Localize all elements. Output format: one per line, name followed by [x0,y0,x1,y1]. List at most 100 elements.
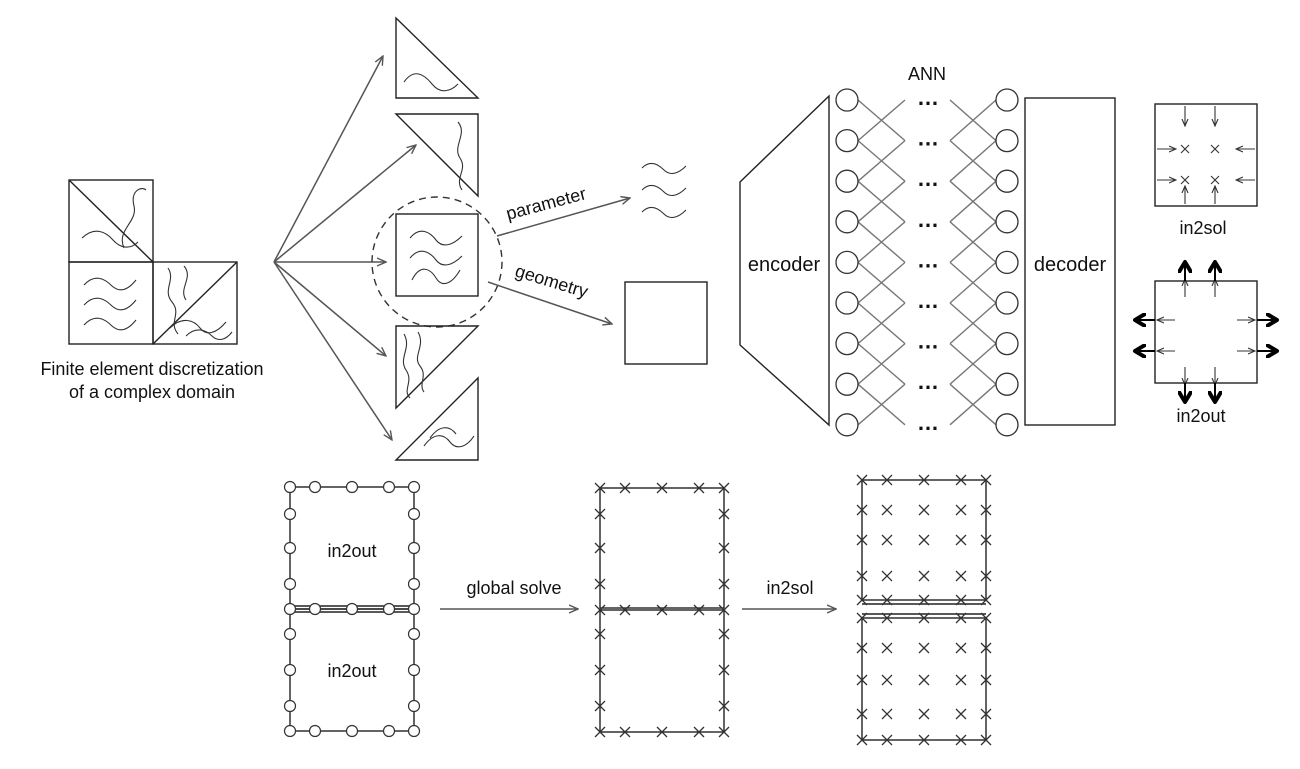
cross-node-icon [918,504,930,516]
cross-node-icon [856,612,868,624]
cross-node-icon [594,482,606,494]
ann-ellipsis: … [917,369,939,394]
ann-output-node [995,331,1019,356]
cross-node-icon [980,642,992,654]
cross-node-icon [656,726,668,738]
cross-node-icon [693,604,705,616]
cross-node-icon [980,674,992,686]
ann-output-node [995,88,1019,112]
cross-node-icon [881,504,893,516]
cross-node-icon [881,534,893,546]
encoder-block [739,94,830,427]
cross-node-icon [881,474,893,486]
in2out-caption: in2out [1176,406,1225,426]
cross-node-icon [980,708,992,720]
ann-ellipsis: … [917,410,939,435]
geometry-arrow [487,281,612,324]
ann-output-node [995,291,1019,315]
cross-node-icon [881,594,893,606]
cross-node-icon [693,726,705,738]
cross-node-icon [856,570,868,582]
circle-node-icon [283,577,297,591]
cross-node-icon [955,474,967,486]
fe-domain [68,179,238,345]
cross-node-icon [980,734,992,746]
cross-node-icon [656,482,668,494]
cross-node-icon [718,664,730,676]
circle-node-icon [283,541,297,555]
cross-node-icon [856,474,868,486]
ann-output-node [995,250,1019,275]
cross-node-icon [881,612,893,624]
cross-node-icon [856,734,868,746]
cross-node-icon [718,578,730,590]
element-tri-2 [394,113,479,198]
cross-node-icon [918,474,930,486]
ann-ellipsis: … [917,247,939,272]
circle-node-icon [308,602,322,616]
circle-node-icon [382,602,396,616]
cross-node-icon [980,594,992,606]
circle-node-icon [407,480,421,494]
circle-node-icon [407,541,421,555]
cross-node-icon [955,534,967,546]
circle-node-icon [382,480,396,494]
encoder-label: encoder [748,254,821,276]
cross-node-icon [955,612,967,624]
circle-node-icon [283,627,297,641]
cross-node-icon [918,734,930,746]
cross-node-icon [856,594,868,606]
cross-node-icon [918,594,930,606]
circle-node-icon [283,724,297,738]
ann-ellipsis: … [917,166,939,191]
ann-output-node [995,413,1019,437]
cross-node-icon [856,504,868,516]
ann-output-node [995,372,1019,396]
ann-input-node [835,291,859,315]
cross-node-icon [619,604,631,616]
cross-node-icon [718,700,730,712]
circle-node-icon [308,480,322,494]
cross-node-icon [881,708,893,720]
ann-output-node [995,210,1019,234]
circle-node-icon [345,480,359,494]
circle-node-icon [407,663,421,677]
cross-node-icon [881,674,893,686]
cross-node-icon [955,708,967,720]
cross-node-icon [980,504,992,516]
decoder-block [1024,97,1116,426]
cross-node-icon [718,542,730,554]
cross-node-icon [718,482,730,494]
circle-node-icon [407,627,421,641]
cross-node-icon [594,542,606,554]
circle-node-icon [283,480,297,494]
cross-node-icon [881,642,893,654]
ann-input-node [835,413,859,437]
cross-node-icon [856,708,868,720]
ann-ellipsis: … [917,329,939,354]
cross-node-icon [980,534,992,546]
ann-input-node [835,331,859,356]
ann-output-node [995,128,1019,153]
cross-node-icon [955,642,967,654]
decoder-label: decoder [1034,254,1107,276]
parameter-waves [641,162,687,219]
ann-ellipsis: … [917,85,939,110]
cross-node-icon [955,734,967,746]
ann-network: ……………………… [835,85,1019,437]
ann-input-node [835,169,859,193]
fe-caption-line1: Finite element discretization [40,359,263,379]
ann-input-node [835,250,859,275]
cross-node-icon [980,570,992,582]
circle-node-icon [407,507,421,521]
in2out-cell [1135,262,1277,402]
ann-input-node [835,372,859,396]
in2out-grid [283,480,421,738]
in2sol-cell [1154,103,1258,207]
full-solution-grid [856,474,992,746]
ann-label: ANN [908,64,946,84]
cross-node-icon [856,534,868,546]
cross-node-icon [619,482,631,494]
geometry-square [624,281,708,365]
ann-input-node [835,128,859,153]
